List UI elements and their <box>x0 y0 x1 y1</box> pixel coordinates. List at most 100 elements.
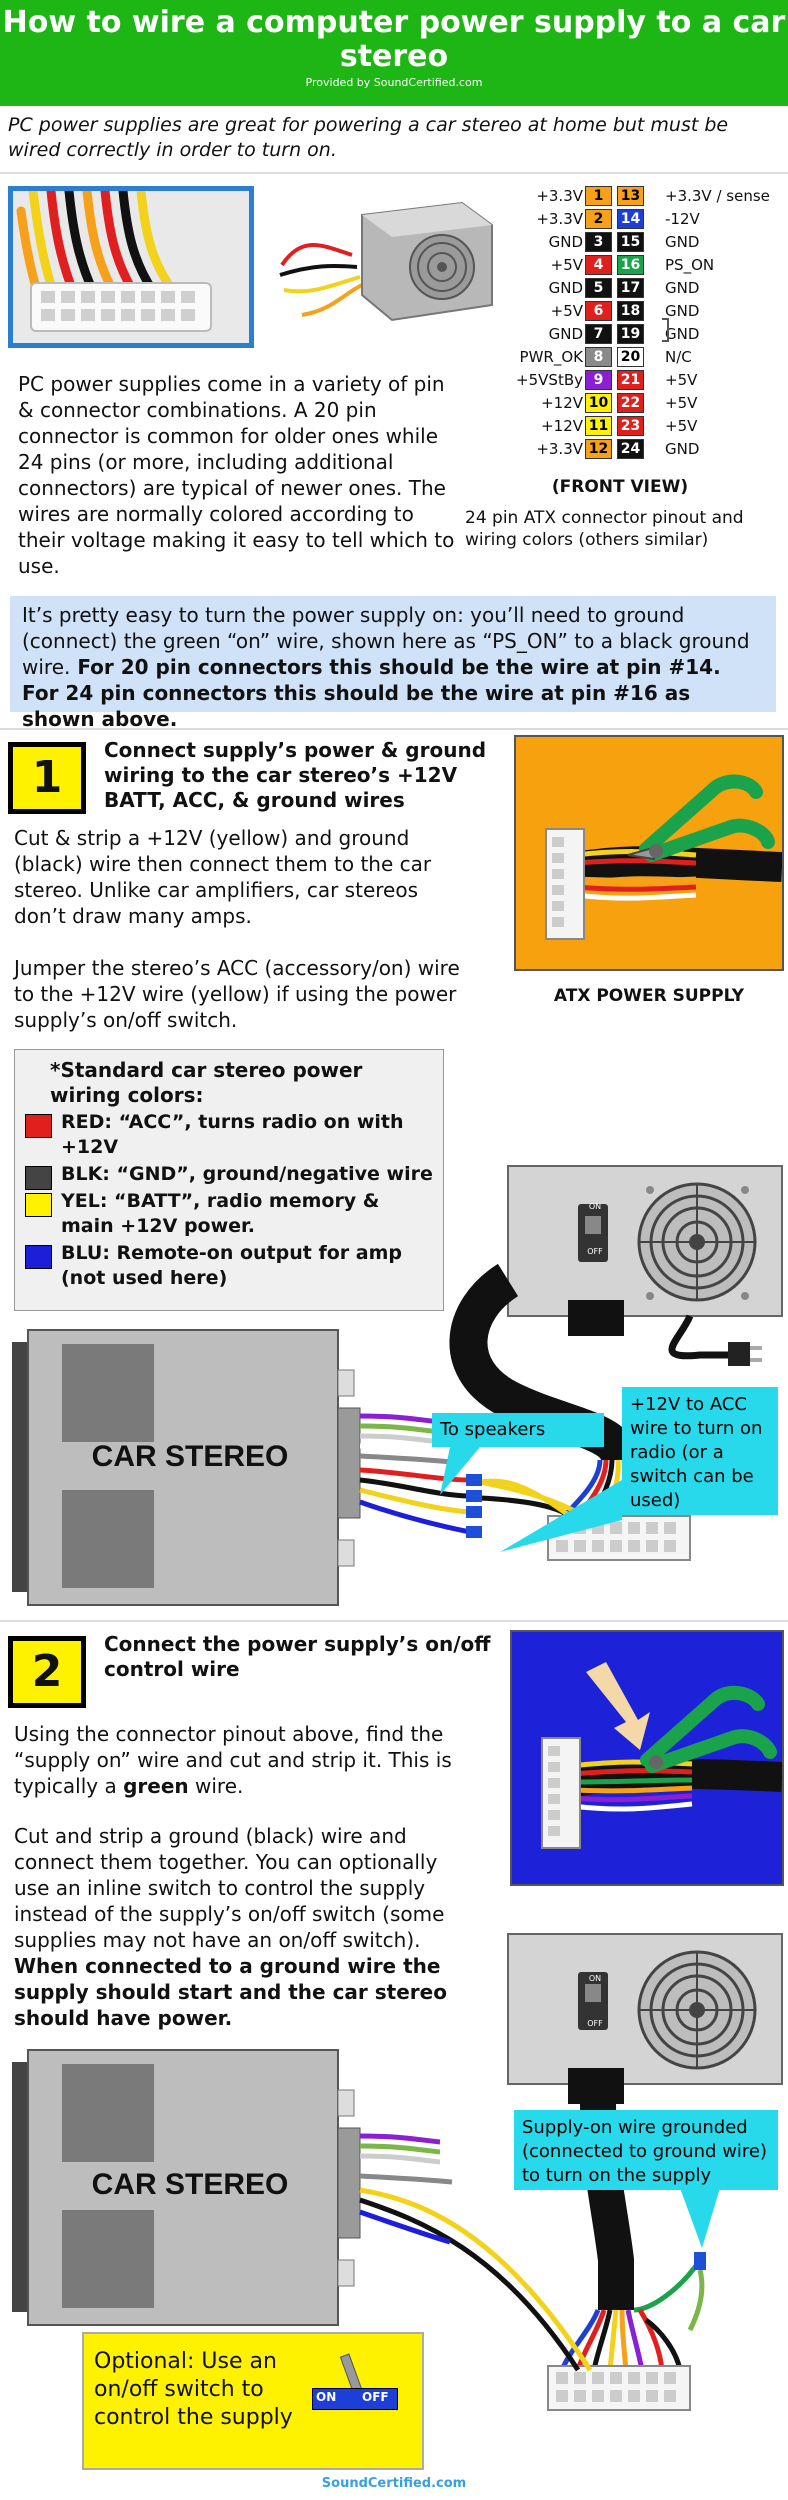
pin-right-number: 23 <box>617 416 644 436</box>
pin-left-number: 8 <box>585 347 612 367</box>
ground-note: Supply-on wire grounded (connected to gr… <box>514 2110 778 2190</box>
pin-right-number: 18 <box>617 301 644 321</box>
pin-left-label: +3.3V <box>536 187 583 205</box>
pin-right-number: 13 <box>617 186 644 206</box>
pin-right-number: 14 <box>617 209 644 229</box>
step-1-heading: Connect supply’s power & ground wiring t… <box>104 738 487 812</box>
legend-item-text: RED: “ACC”, turns radio on with +12V <box>61 1111 404 1158</box>
pin-left-number: 12 <box>585 439 612 459</box>
pin-left-label: +5VStBy <box>516 371 583 389</box>
legend-item: BLU: Remote-on output for amp (not used … <box>25 1241 433 1291</box>
optional-switch-note: Optional: Use an on/off switch to contro… <box>82 2332 424 2470</box>
divider <box>0 1620 788 1622</box>
ps-on-callout: It’s pretty easy to turn the power suppl… <box>10 596 776 731</box>
psu-switch-on-label: ON <box>588 1202 602 1211</box>
step-1-wiring-diagram <box>12 1165 783 1606</box>
pin-left-label: +3.3V <box>536 210 583 228</box>
step-2-green-word: green <box>123 1774 189 1798</box>
pin-right-label: N/C <box>665 348 692 366</box>
step-2-heading: Connect the power supply’s on/off contro… <box>104 1632 491 1681</box>
pin-left-number: 5 <box>585 278 612 298</box>
step-2-text-1: Using the connector pinout above, find t… <box>14 1721 464 1799</box>
psu-switch-on-label: ON <box>588 1974 602 1983</box>
pin-left-label: GND <box>548 325 583 343</box>
step-2-text-2: Cut and strip a ground (black) wire and … <box>14 1823 464 2031</box>
pin-left-label: +12V <box>541 417 583 435</box>
legend-item: RED: “ACC”, turns radio on with +12V <box>25 1110 433 1160</box>
supply-description: PC power supplies come in a variety of p… <box>18 372 455 578</box>
arrow-icon <box>586 1662 650 1750</box>
legend-swatch <box>25 1166 52 1190</box>
pin-right-label: +3.3V / sense <box>665 187 770 205</box>
atx-power-supply-label: ATX POWER SUPPLY <box>553 986 745 1006</box>
pin-left-label: GND <box>548 233 583 251</box>
legend-swatch <box>25 1114 52 1138</box>
switch-on-label: ON <box>316 2390 337 2404</box>
page-title: How to wire a computer power supply to a… <box>2 5 786 74</box>
note-pointers <box>440 1447 622 1552</box>
step-2-text-1c: wire. <box>188 1774 244 1798</box>
divider <box>0 728 788 730</box>
callout-text: It’s pretty easy to turn the power suppl… <box>22 603 750 679</box>
psu-switch-off-label: OFF <box>587 2019 603 2028</box>
front-view-label: (FRONT VIEW) <box>551 477 689 497</box>
psu-photo <box>272 195 497 335</box>
pin-right-label: PS_ON <box>665 256 715 274</box>
legend-swatch <box>25 1245 52 1269</box>
legend-title: *Standard car stereo power wiring colors… <box>50 1058 363 1107</box>
connector-latch <box>662 318 669 342</box>
pin-right-label: GND <box>665 440 700 458</box>
step-2-cut-image <box>510 1630 784 1886</box>
step-1-cut-image <box>514 735 784 971</box>
pinout-caption: 24 pin ATX connector pinout and wiring c… <box>465 508 744 550</box>
car-stereo-label: CAR STEREO <box>91 2168 289 2201</box>
legend-item: YEL: “BATT”, radio memory & main +12V po… <box>25 1189 433 1239</box>
pin-left-number: 6 <box>585 301 612 321</box>
pin-right-label: GND <box>665 233 700 251</box>
pin-left-label: GND <box>548 279 583 297</box>
pin-left-label: +5V <box>550 302 583 320</box>
wire-cutter-illustration <box>545 774 782 940</box>
legend-item-text: BLU: Remote-on output for amp (not used … <box>61 1242 402 1289</box>
switch-off-label: OFF <box>362 2390 389 2404</box>
footer-credit: SoundCertified.com <box>321 2476 467 2491</box>
step-1-text-1: Cut & strip a +12V (yellow) and ground (… <box>14 826 432 928</box>
step-2-text-1a: Using the connector pinout above, find t… <box>14 1722 452 1798</box>
intro-text: PC power supplies are great for powering… <box>8 114 729 161</box>
step-2-badge: 2 <box>8 1636 86 1708</box>
legend-swatch <box>25 1193 52 1217</box>
header-banner: How to wire a computer power supply to a… <box>0 0 788 106</box>
pin-right-number: 16 <box>617 255 644 275</box>
pin-left-number: 3 <box>585 232 612 252</box>
to-speakers-note: To speakers <box>432 1413 604 1447</box>
wiring-colors-legend: *Standard car stereo power wiring colors… <box>14 1049 444 1311</box>
pin-left-number: 9 <box>585 370 612 390</box>
pin-right-number: 20 <box>617 347 644 367</box>
pin-left-number: 1 <box>585 186 612 206</box>
car-stereo-label: CAR STEREO <box>91 1440 289 1473</box>
toggle-switch-icon: ON OFF <box>312 2353 402 2450</box>
pin-right-label: GND <box>665 302 700 320</box>
step-2-text-2a: Cut and strip a ground (black) wire and … <box>14 1824 445 1952</box>
pin-left-number: 10 <box>585 393 612 413</box>
legend-item-text: BLK: “GND”, ground/negative wire <box>61 1163 433 1185</box>
pin-left-number: 7 <box>585 324 612 344</box>
pin-right-number: 21 <box>617 370 644 390</box>
connector-photo <box>8 186 254 348</box>
header-credit: Provided by SoundCertified.com <box>305 76 483 89</box>
pin-right-label: +5V <box>665 371 698 389</box>
pin-right-label: +5V <box>665 417 698 435</box>
pin-right-number: 15 <box>617 232 644 252</box>
pin-right-label: +5V <box>665 394 698 412</box>
pin-left-number: 11 <box>585 416 612 436</box>
step-1-text-2: Jumper the stereo’s ACC (accessory/on) w… <box>14 956 460 1032</box>
pin-right-number: 24 <box>617 439 644 459</box>
